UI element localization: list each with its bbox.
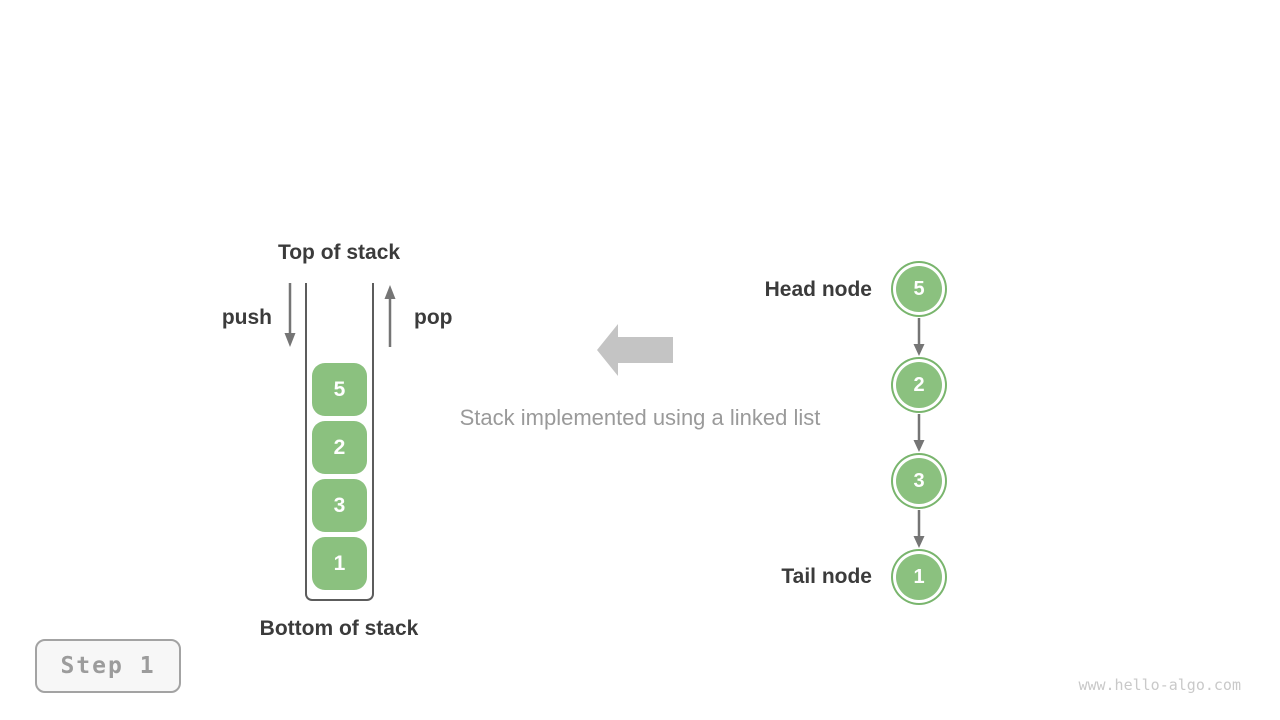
- head-node-label: Head node: [764, 278, 872, 301]
- stack-item: 3: [312, 479, 367, 532]
- list-node: 3: [896, 458, 942, 504]
- stack-container: [305, 283, 374, 601]
- node-link-arrow-icon: [911, 510, 927, 550]
- step-badge: Step 1: [35, 639, 181, 693]
- watermark: www.hello-algo.com: [1078, 676, 1241, 694]
- stack-bottom-label: Bottom of stack: [259, 617, 419, 640]
- push-arrow-icon: [282, 283, 298, 349]
- list-node: 2: [896, 362, 942, 408]
- stack-top-label: Top of stack: [277, 241, 401, 264]
- left-block-arrow-icon: [596, 322, 674, 378]
- stack-item: 2: [312, 421, 367, 474]
- diagram-caption: Stack implemented using a linked list: [459, 405, 821, 430]
- node-link-arrow-icon: [911, 318, 927, 358]
- list-node: 1: [896, 554, 942, 600]
- list-node: 5: [896, 266, 942, 312]
- step-badge-label: Step 1: [60, 653, 156, 679]
- stack-item: 1: [312, 537, 367, 590]
- tail-node-label: Tail node: [781, 565, 872, 588]
- pop-label: pop: [414, 306, 453, 329]
- pop-arrow-icon: [382, 283, 398, 349]
- stack-item: 5: [312, 363, 367, 416]
- push-label: push: [221, 306, 272, 329]
- node-link-arrow-icon: [911, 414, 927, 454]
